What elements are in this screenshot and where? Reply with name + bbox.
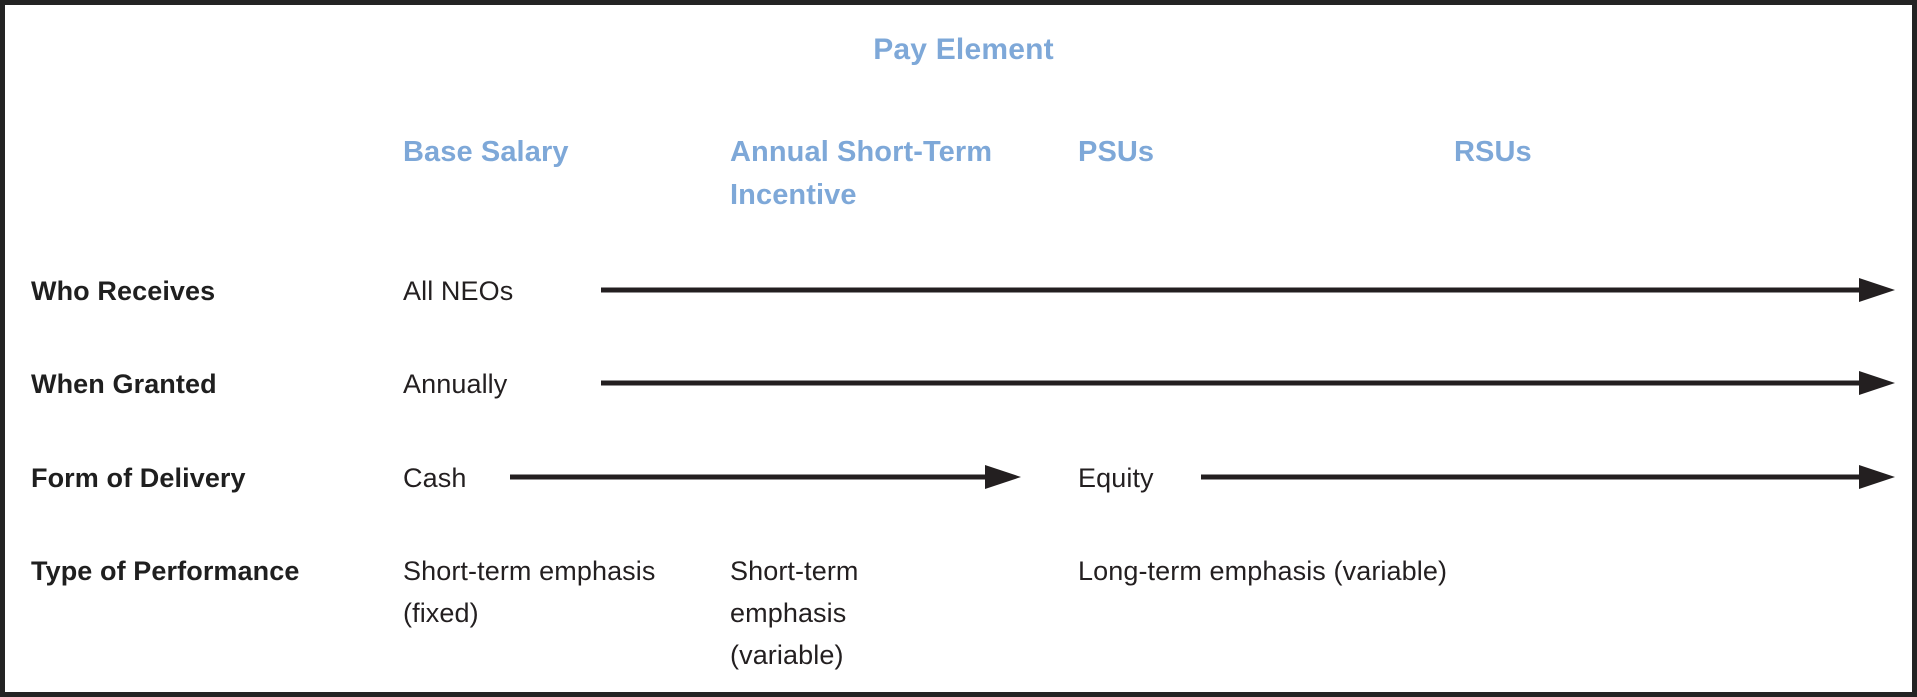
column-header-annual-short-term-incentive: Annual Short-Term Incentive: [730, 136, 993, 211]
column-header-rsus: RSUs: [1454, 136, 1532, 168]
cell-type-of-performance-annual-short-term-incentive: Short-term emphasis (variable): [730, 556, 859, 670]
cell-form-of-delivery-equity: Equity: [1078, 463, 1154, 493]
row-label-who-receives: Who Receives: [31, 276, 216, 306]
column-header-psus: PSUs: [1078, 136, 1155, 168]
who-receives-arrow: [601, 278, 1895, 302]
when-granted-arrow: [601, 371, 1895, 395]
cell-form-of-delivery-cash: Cash: [403, 463, 467, 493]
column-header-base-salary: Base Salary: [403, 136, 569, 168]
cell-when-granted-base-salary: Annually: [403, 369, 508, 399]
row-label-form-of-delivery: Form of Delivery: [31, 463, 246, 493]
page-title: Pay Element: [873, 33, 1054, 66]
cell-type-of-performance-equity: Long-term emphasis (variable): [1078, 556, 1448, 586]
row-label-type-of-performance: Type of Performance: [31, 556, 300, 586]
cell-type-of-performance-base-salary: Short-term emphasis (fixed): [403, 556, 656, 628]
cell-who-receives-base-salary: All NEOs: [403, 276, 514, 306]
row-label-when-granted: When Granted: [31, 369, 217, 399]
